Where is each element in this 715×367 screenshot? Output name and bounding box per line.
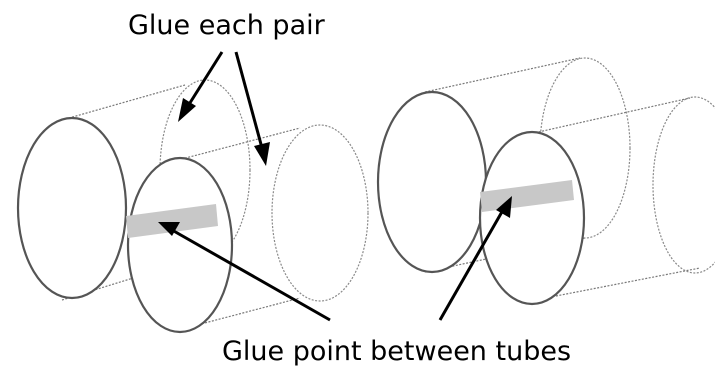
right-front-tube [478,96,715,306]
arrow-top-left-head [178,98,196,122]
bottom-label: Glue point between tubes [222,336,571,367]
top-label: Glue each pair [128,10,326,41]
arrow-top-left [186,51,224,107]
arrow-bottom-right [438,209,505,321]
left-glue-strip [126,204,218,238]
arrow-bottom-left [171,228,331,322]
left-back-tube [16,79,251,301]
left-tube-pair [16,79,369,334]
arrow-top-right-head [254,142,270,166]
left-front-tube [126,124,369,334]
right-tube-pair [376,57,715,306]
arrow-bottom-left-head [158,222,180,236]
arrow-bottom-right-head [496,196,512,218]
arrow-top-right [234,51,264,149]
arrows [158,51,512,322]
